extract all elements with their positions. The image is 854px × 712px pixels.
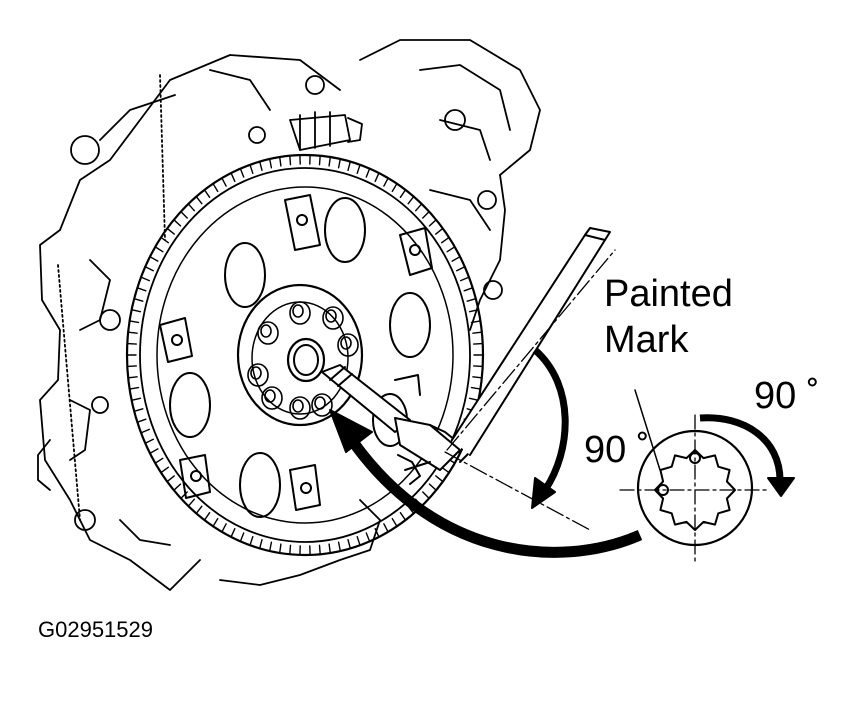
plate-hole-left [169,372,211,438]
hub-bolt [289,301,311,325]
rotation-arrows [329,347,643,558]
plate-hole-upper-left [224,242,266,308]
figure-code: G02951529 [38,617,153,642]
socket-wrench [321,227,611,485]
painted-label: Painted [604,273,733,315]
arc-arrow-90 [532,347,569,492]
ring-gear [125,153,485,557]
angle-label-left: 90 ˚ [584,429,650,471]
reference-lines [444,249,661,531]
painted-mark-dot-left [657,484,669,496]
hub-bolt [337,333,359,357]
engine-block-outline [37,39,541,591]
hub-bolt [311,393,333,417]
bolt-head-detail [619,414,795,563]
plate-hole-right [389,292,431,358]
hub-bolt [289,396,311,420]
mark-label: Mark [604,319,689,361]
plate-hole-top [324,197,366,263]
hub-bolt [261,386,283,410]
center-hub [236,283,364,427]
arc-arrow-right [699,414,784,481]
hub-center-hole [286,337,326,383]
curved-arrow-large [340,426,643,558]
hub-bolt [247,363,269,387]
plate-hole-bottom [239,452,281,518]
flywheel-plate [156,186,454,524]
hub-bolt [257,321,279,345]
painted-mark-dot-top [689,452,701,464]
angle-label-right: 90 ˚ [754,375,820,417]
hub-bolt [322,306,344,330]
